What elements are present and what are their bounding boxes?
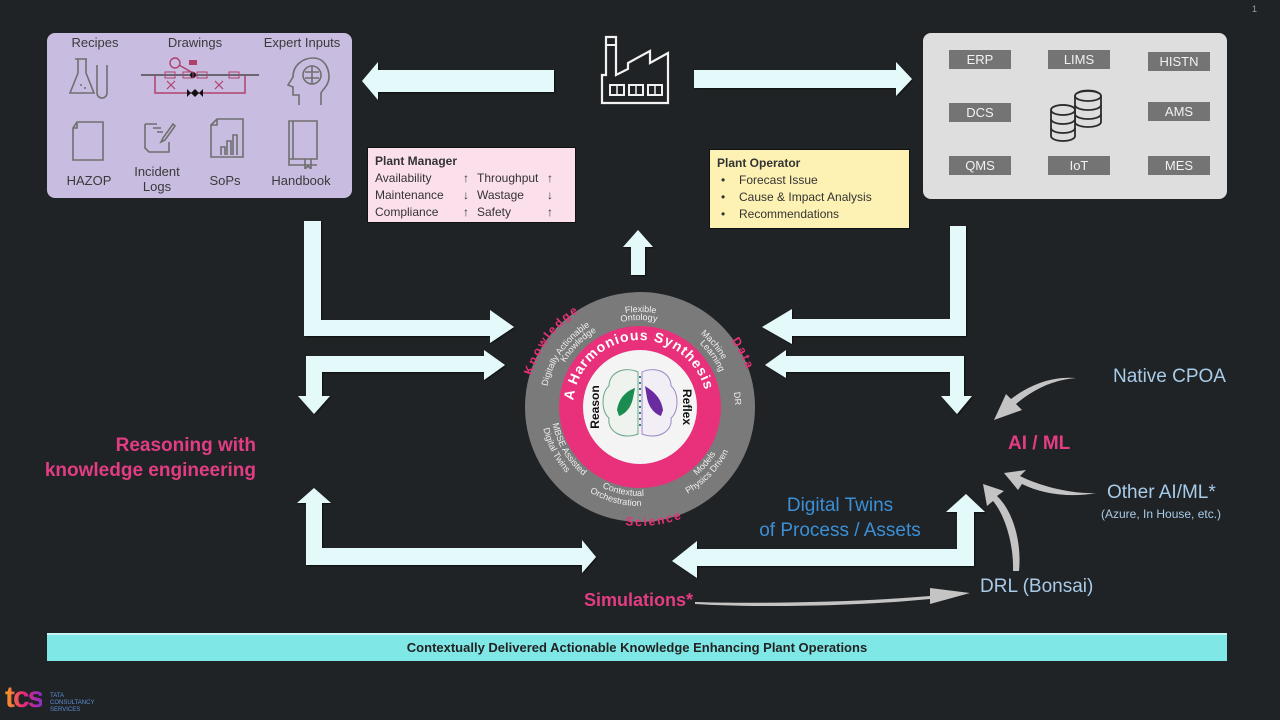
document-icon bbox=[72, 121, 104, 161]
kpi-label: Availability bbox=[375, 171, 432, 185]
kpi-label: Wastage bbox=[477, 188, 524, 202]
kpi-arrow: ↑ bbox=[463, 205, 469, 219]
tagline-banner: Contextually Delivered Actionable Knowle… bbox=[47, 633, 1227, 661]
data-tag-iot: IoT bbox=[1048, 156, 1110, 175]
ks-label-sops: SoPs bbox=[209, 173, 241, 188]
kpi-arrow: ↓ bbox=[547, 188, 553, 202]
turtle-icon bbox=[617, 388, 635, 416]
arrow-up-to-callouts bbox=[623, 230, 653, 275]
brain-label-reason: Reason bbox=[588, 385, 602, 428]
kpi-arrow: ↓ bbox=[463, 188, 469, 202]
tcs-logo-subtext: TATA CONSULTANCY SERVICES bbox=[50, 693, 94, 714]
ks-label-incident-logs: Incident Logs bbox=[134, 164, 180, 194]
arrow-data-into-circle bbox=[762, 226, 966, 344]
tcs-logo: tcs bbox=[5, 681, 44, 714]
plant-manager-callout: Plant Manager Availability ↑ Throughput ↑ M… bbox=[367, 147, 576, 223]
data-tag-lims: LIMS bbox=[1048, 50, 1110, 69]
reasoning-line-2: knowledge engineering bbox=[44, 460, 256, 481]
data-tag-ams: AMS bbox=[1148, 102, 1210, 121]
data-tag-qms: QMS bbox=[949, 156, 1011, 175]
ks-label-expert-inputs: Expert Inputs bbox=[263, 35, 341, 50]
arrow-native-cpoa bbox=[994, 377, 1076, 420]
other-aiml-sub-label: (Azure, In House, etc.) bbox=[1101, 507, 1222, 521]
aiml-heading: AI / ML bbox=[1008, 433, 1071, 454]
kpi-label: Compliance bbox=[375, 205, 439, 219]
tcs-logo-word: tcs bbox=[5, 681, 44, 714]
native-cpoa-label: Native CPOA bbox=[1113, 366, 1226, 387]
ks-label-hazop: HAZOP bbox=[66, 173, 112, 188]
arrow-simulations-to-drl bbox=[695, 588, 970, 607]
other-aiml-label: Other AI/ML* bbox=[1107, 482, 1216, 503]
data-tag-histn: HISTN bbox=[1148, 52, 1210, 71]
arrow-other-aiml bbox=[1004, 470, 1096, 496]
arrow-circle-to-aiml bbox=[765, 350, 972, 414]
arrow-to-data-sources bbox=[694, 62, 912, 96]
plant-manager-title: Plant Manager bbox=[375, 154, 458, 168]
data-tag-mes: MES bbox=[1148, 156, 1210, 175]
data-sources-panel: ERP LIMS HISTN DCS AMS QMS IoT MES bbox=[923, 33, 1227, 199]
log-pen-icon bbox=[144, 122, 177, 153]
tcs-sub-line: CONSULTANCY bbox=[50, 700, 95, 706]
digital-twins-line-2: of Process / Assets bbox=[759, 520, 921, 541]
arrow-to-knowledge-sources bbox=[362, 62, 554, 100]
ks-label-drawings: Drawings bbox=[167, 35, 223, 50]
plant-operator-title: Plant Operator bbox=[717, 156, 801, 170]
flask-icon bbox=[68, 58, 108, 99]
operator-item: Forecast Issue bbox=[717, 172, 902, 189]
brain-label-reflex: Reflex bbox=[680, 389, 694, 425]
operator-item: Recommendations bbox=[717, 206, 902, 223]
reasoning-line-1: Reasoning with bbox=[115, 435, 256, 456]
kpi-label: Safety bbox=[477, 205, 512, 219]
arrow-drl-bonsai bbox=[983, 484, 1020, 571]
kpi-arrow: ↑ bbox=[463, 171, 469, 185]
database-icon bbox=[1050, 89, 1102, 142]
arrow-reasoning-to-simulations bbox=[297, 488, 596, 573]
ks-label-recipes: Recipes bbox=[71, 35, 119, 50]
plant-manager-kpis: Availability ↑ Throughput ↑ Maintenance ↓ Was… bbox=[375, 170, 568, 221]
digital-twins-heading: Digital Twins of Process / Assets bbox=[740, 493, 940, 543]
harmonious-synthesis-diagram: Knowledge Data Science Flexible Ontology… bbox=[505, 272, 755, 529]
page-number: 1 bbox=[1252, 4, 1258, 14]
arrow-knowledge-into-circle bbox=[304, 221, 514, 343]
kpi-label: Maintenance bbox=[375, 188, 444, 202]
tcs-sub-line: TATA bbox=[50, 693, 64, 699]
simulations-label: Simulations* bbox=[584, 590, 694, 610]
arrow-simulations-aiml bbox=[672, 494, 985, 578]
data-tag-erp: ERP bbox=[949, 50, 1011, 69]
digital-twins-line-1: Digital Twins bbox=[786, 495, 894, 516]
drl-bonsai-label: DRL (Bonsai) bbox=[980, 576, 1094, 597]
plant-operator-callout: Plant Operator Forecast Issue Cause & Im… bbox=[709, 149, 910, 229]
ks-label-handbook: Handbook bbox=[271, 173, 331, 188]
piping-diagram-icon bbox=[141, 57, 259, 97]
knowledge-sources-panel: Recipes Drawings Expert Inputs bbox=[47, 33, 352, 198]
tcs-sub-line: SERVICES bbox=[50, 707, 81, 713]
data-tag-dcs: DCS bbox=[949, 103, 1011, 122]
ring-label-ontology: Ontology bbox=[620, 312, 659, 324]
kpi-arrow: ↑ bbox=[547, 171, 553, 185]
brain-icon bbox=[602, 369, 678, 437]
factory-icon bbox=[600, 35, 670, 105]
kpi-label: Throughput bbox=[477, 171, 539, 185]
operator-item: Cause & Impact Analysis bbox=[717, 189, 902, 206]
kpi-arrow: ↑ bbox=[547, 205, 553, 219]
ring-label-flexible: Flexible bbox=[624, 304, 657, 315]
arrow-circle-to-reasoning bbox=[298, 350, 505, 414]
rabbit-icon bbox=[645, 386, 663, 416]
book-icon bbox=[288, 120, 318, 169]
reasoning-heading: Reasoning with knowledge engineering bbox=[40, 433, 256, 483]
head-brain-icon bbox=[286, 57, 330, 105]
report-chart-icon bbox=[210, 118, 244, 158]
